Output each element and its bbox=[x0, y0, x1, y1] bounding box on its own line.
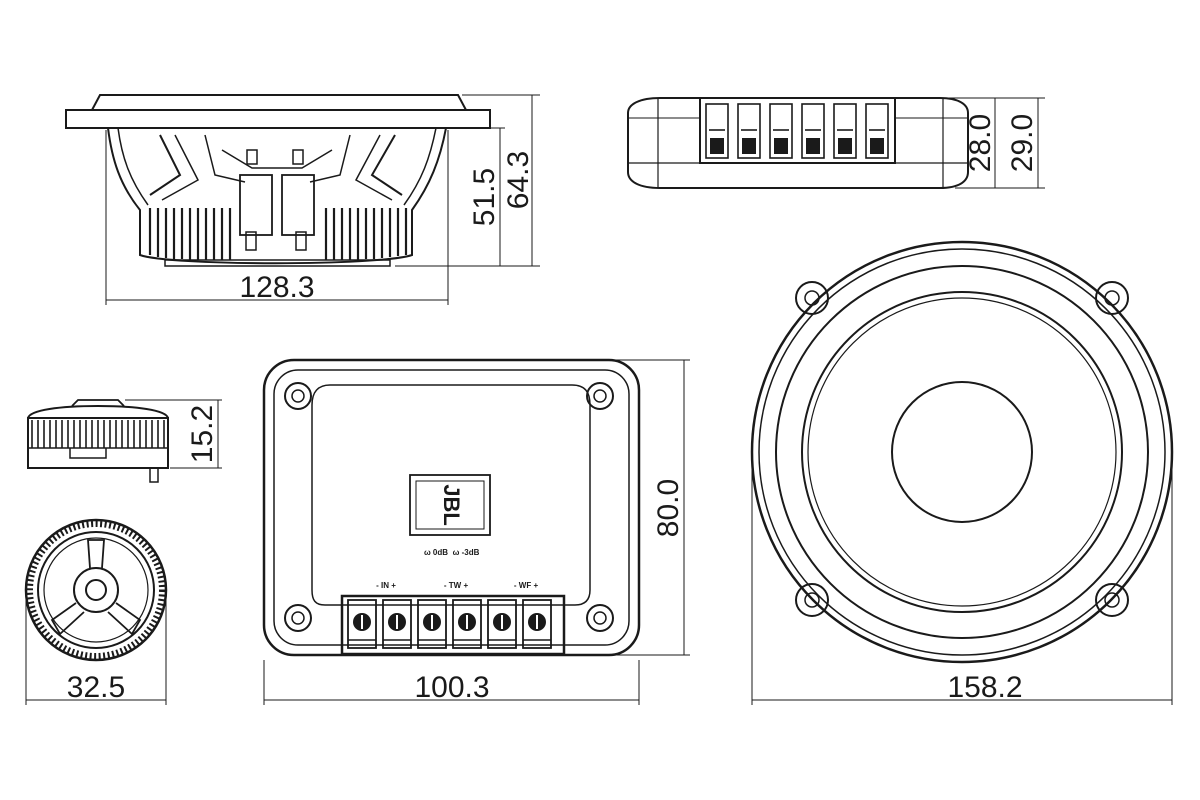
woofer-side-dimensions: 128.3 51.5 64.3 bbox=[105, 94, 540, 305]
tweeter-height-label: 15.2 bbox=[186, 405, 219, 463]
terminal-wf-label: - WF + bbox=[514, 581, 539, 590]
woofer-width-label: 128.3 bbox=[239, 271, 314, 304]
woofer-side-view bbox=[65, 94, 491, 267]
woofer-front-dimensions: 158.2 bbox=[751, 455, 1173, 705]
woofer-front-view bbox=[750, 240, 1174, 664]
crossover-front-dimensions: 80.0 100.3 bbox=[263, 359, 690, 705]
tweeter-front-view bbox=[24, 518, 168, 662]
brand-logo-text: JBL bbox=[439, 484, 464, 526]
tweeter-side-dimensions: 15.2 bbox=[125, 399, 222, 469]
terminal-in-label: - IN + bbox=[376, 581, 396, 590]
crossover-front-height-label: 80.0 bbox=[652, 479, 685, 537]
tweeter-front-dimensions: 32.5 bbox=[25, 600, 167, 705]
crossover-side-view bbox=[627, 97, 969, 189]
tweeter-side-view bbox=[27, 399, 169, 483]
woofer-overall-depth-label: 64.3 bbox=[502, 151, 535, 209]
woofer-diameter-label: 158.2 bbox=[947, 671, 1022, 704]
crossover-overall-height-label: 29.0 bbox=[1006, 114, 1039, 172]
terminal-tw-label: - TW + bbox=[444, 581, 469, 590]
crossover-side-dimensions: 28.0 29.0 bbox=[900, 97, 1045, 189]
crossover-front-width-label: 100.3 bbox=[414, 671, 489, 704]
crossover-front-view: JBL ω 0dB ω -3dB - IN + - TW + - WF + bbox=[262, 358, 641, 657]
crossover-height-label: 28.0 bbox=[964, 114, 997, 172]
tweeter-diameter-label: 32.5 bbox=[67, 671, 125, 704]
switch-a-label: ω 0dB bbox=[424, 548, 448, 557]
woofer-depth-label: 51.5 bbox=[468, 168, 501, 226]
switch-b-label: ω -3dB bbox=[453, 548, 480, 557]
